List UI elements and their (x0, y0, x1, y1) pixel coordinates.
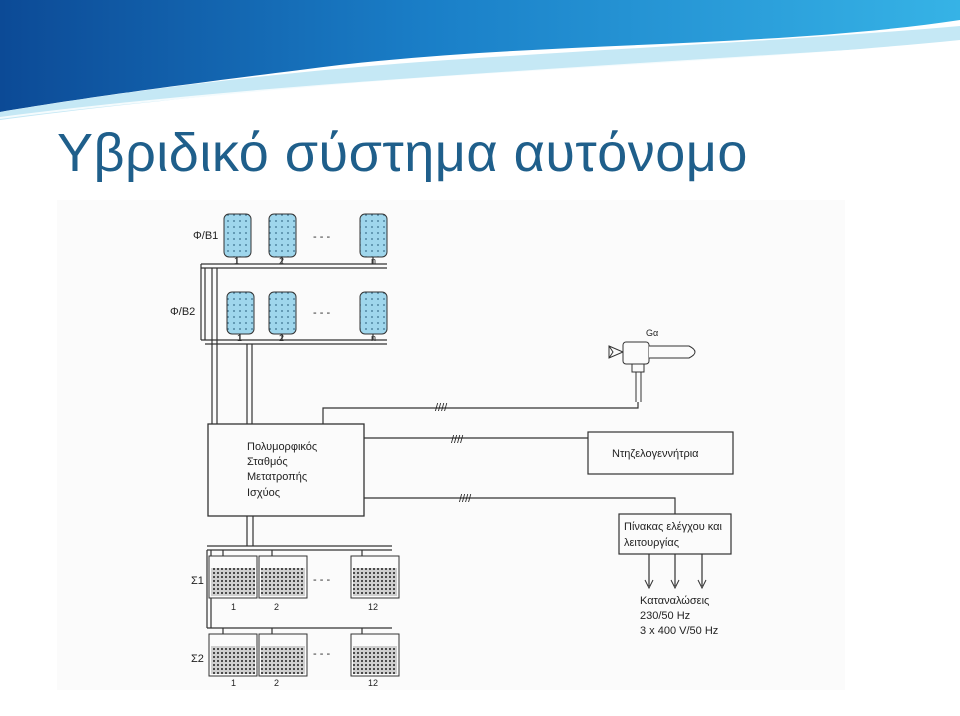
inverter-line-4: Ισχύος (247, 487, 280, 499)
cable-marks: //// (459, 493, 472, 505)
pv-group-1: Φ/Β1 - - - 1 2 n (193, 213, 388, 266)
wind-generator: Gα (608, 328, 696, 402)
generator-mast (635, 372, 642, 402)
hybrid-system-diagram: Φ/Β1 - - - 1 2 n Φ/Β2 - - - 1 2 n (170, 213, 734, 688)
pv-panel (268, 291, 297, 335)
diagram-panel: Φ/Β1 - - - 1 2 n Φ/Β2 - - - 1 2 n (57, 200, 845, 690)
pv-group-2: Φ/Β2 - - - 1 2 n (170, 291, 388, 343)
pv-dots: - - - (313, 307, 330, 319)
battery-electrolyte (261, 568, 305, 596)
inverter-station: Πολυμορφικός Σταθμός Μετατροπής Ισχύος (207, 423, 365, 517)
battery-bank-1-label: Σ1 (191, 575, 204, 587)
loads-line-1: Καταναλώσεις (640, 595, 709, 607)
pv-panel (359, 213, 388, 258)
loads-line-3: 3 x 400 V/50 Hz (640, 625, 718, 637)
generator-mount (631, 363, 645, 373)
inverter-line-3: Μετατροπής (247, 471, 307, 483)
battery-dots: - - - (313, 574, 330, 586)
pv-dots: - - - (313, 231, 330, 243)
load-arrows (644, 579, 707, 590)
battery-number: 1 (231, 678, 236, 688)
battery-electrolyte (353, 646, 397, 674)
generator-body (649, 345, 696, 359)
inverter-line-1: Πολυμορφικός (247, 441, 317, 453)
battery-number: 12 (368, 678, 378, 688)
cable-marks: //// (435, 402, 448, 414)
control-panel-line-1: Πίνακας ελέγχου και (624, 521, 723, 533)
pv-panel (268, 213, 297, 258)
battery-number: 2 (274, 678, 279, 688)
load-feeders (648, 554, 703, 586)
battery-electrolyte (261, 646, 305, 674)
loads-line-2: 230/50 Hz (640, 610, 690, 622)
pv-group-1-label: Φ/Β1 (193, 230, 218, 242)
diesel-generator-box (587, 431, 734, 475)
battery-number: 1 (231, 602, 236, 612)
wind-generator-label: Gα (646, 328, 658, 338)
battery-electrolyte (211, 646, 255, 674)
battery-number: 2 (274, 602, 279, 612)
slide-title: Υβριδικό σύστημα αυτόνομο (57, 123, 748, 183)
battery-dots: - - - (313, 648, 330, 660)
nacelle (622, 341, 650, 365)
battery-bank-1: Σ1 - - - 1 2 12 (191, 555, 400, 612)
ac-connections (322, 402, 676, 514)
diesel-generator-label: Ντηζελογεννήτρια (612, 448, 699, 460)
battery-electrolyte (353, 568, 397, 596)
loads: Καταναλώσεις 230/50 Hz 3 x 400 V/50 Hz (640, 554, 718, 637)
pv-group-2-label: Φ/Β2 (170, 306, 195, 318)
pv-wiring (200, 257, 387, 424)
battery-bank-2: Σ2 - - - 1 2 12 (191, 633, 400, 688)
cable-marks: //// (451, 434, 464, 446)
inverter-line-2: Σταθμός (247, 456, 288, 468)
pv-panel (223, 213, 252, 258)
rotor-icon (608, 345, 625, 359)
pv-panel (226, 291, 255, 335)
control-panel-line-2: λειτουργίας (624, 537, 679, 549)
battery-number: 12 (368, 602, 378, 612)
battery-electrolyte (211, 568, 255, 596)
pv-panel (359, 291, 388, 335)
battery-bank-2-label: Σ2 (191, 653, 204, 665)
control-panel: Πίνακας ελέγχου και λειτουργίας (618, 513, 732, 555)
diesel-generator: Ντηζελογεννήτρια (587, 431, 734, 475)
title-banner (0, 0, 960, 120)
inverter-box (207, 423, 365, 517)
